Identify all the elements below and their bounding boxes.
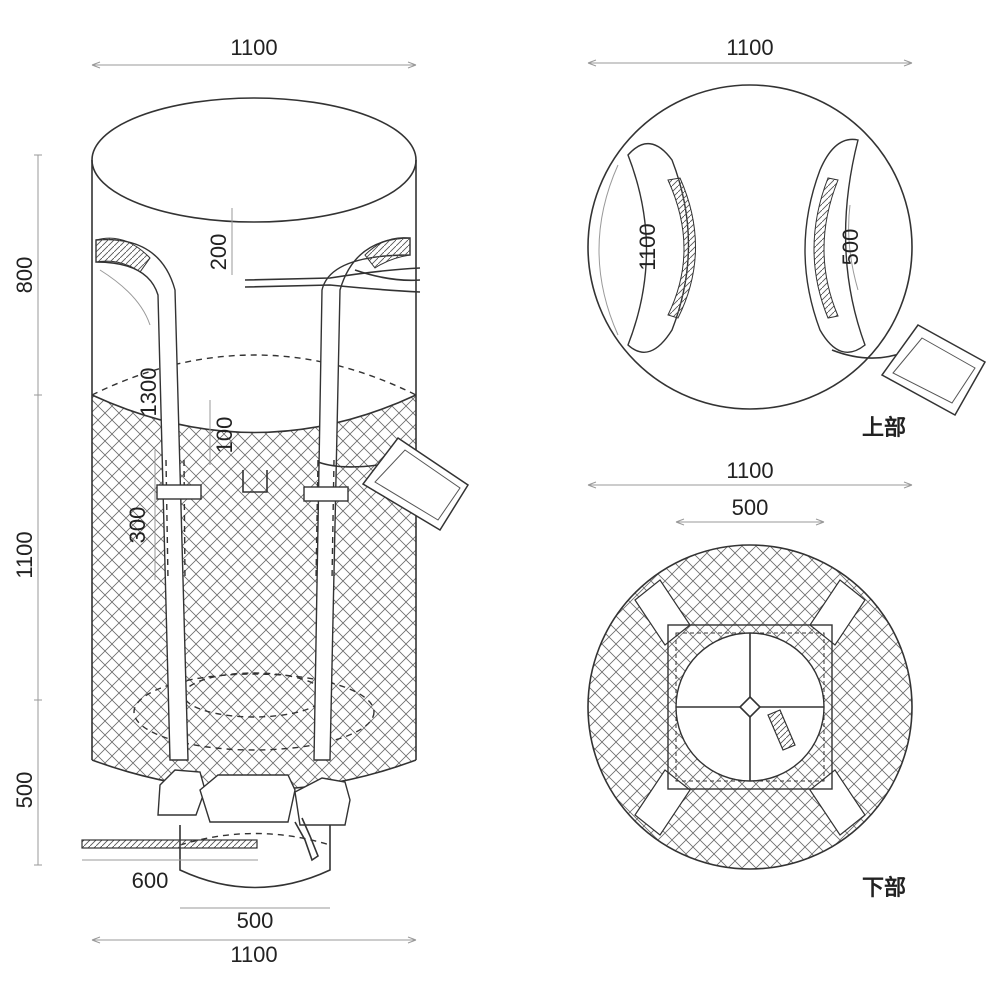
top-view: 1100 1100 500 上部 bbox=[587, 35, 987, 441]
side-loop-label: 300 bbox=[125, 507, 150, 544]
side-mesh-body bbox=[92, 395, 416, 790]
top-left-belt bbox=[627, 143, 690, 353]
side-top-height-label: 800 bbox=[12, 257, 37, 294]
top-loop-right-label: 500 bbox=[838, 229, 863, 266]
side-right-band bbox=[303, 486, 349, 502]
side-spout-width-label: 500 bbox=[237, 908, 274, 933]
side-width-label: 1100 bbox=[230, 35, 277, 60]
side-inner-dim-label: 100 bbox=[212, 417, 237, 454]
bottom-width-label: 1100 bbox=[726, 458, 773, 483]
side-document-pocket bbox=[317, 436, 470, 532]
side-left-belt bbox=[95, 238, 189, 761]
side-belt-offset-label: 200 bbox=[206, 234, 231, 271]
bottom-corner-belts bbox=[634, 579, 866, 836]
bottom-caption: 下部 bbox=[862, 875, 906, 901]
top-right-belt bbox=[804, 138, 866, 353]
side-mid-height-label: 1100 bbox=[12, 531, 37, 578]
bottom-spout-label: 500 bbox=[732, 495, 769, 520]
side-belt-label: 1300 bbox=[136, 368, 161, 417]
side-bottom-width-label: 1100 bbox=[230, 942, 277, 967]
top-caption: 上部 bbox=[862, 415, 906, 441]
top-loop-left-label: 1100 bbox=[635, 223, 660, 270]
bottom-spout-tie bbox=[767, 709, 796, 751]
bottom-square-frame bbox=[667, 624, 833, 790]
side-top-opening bbox=[91, 97, 417, 223]
side-discharge-spout bbox=[157, 769, 351, 889]
side-bottom-height-label: 500 bbox=[12, 772, 37, 809]
bottom-view: 1100 500 下部 bbox=[587, 458, 913, 901]
top-document-pocket bbox=[880, 324, 987, 417]
side-tie-strap bbox=[81, 839, 258, 849]
side-spout-length-label: 600 bbox=[132, 868, 169, 893]
side-left-band bbox=[156, 484, 202, 500]
top-outline bbox=[587, 84, 913, 410]
side-view: 1100 800 1100 500 bbox=[12, 35, 470, 967]
top-width-label: 1100 bbox=[726, 35, 773, 60]
